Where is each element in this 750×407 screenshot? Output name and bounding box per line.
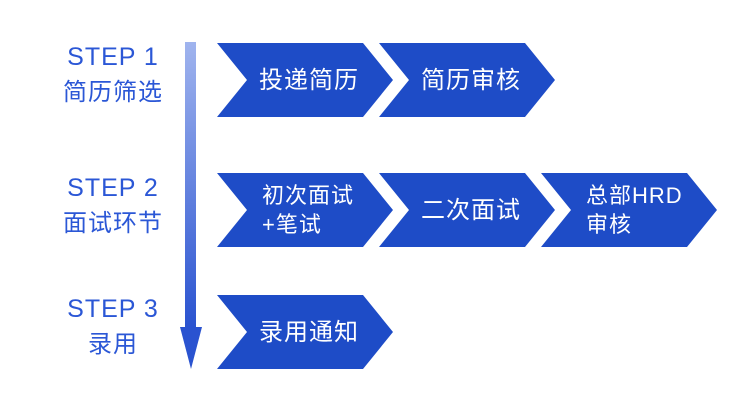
stage-label: 投递简历 — [259, 66, 359, 94]
step1-number: STEP 1 — [67, 43, 159, 71]
stage-arrow-resume-review: 简历审核 — [379, 43, 555, 117]
step1-label: STEP 1 简历筛选 — [18, 40, 208, 110]
step1-name: 简历筛选 — [63, 79, 163, 106]
step3-name: 录用 — [88, 331, 138, 358]
step2-stages-row: 初次面试 +笔试 二次面试 总部HRD 审核 — [217, 173, 717, 247]
stage-arrow-submit-resume: 投递简历 — [217, 43, 393, 117]
step1-stages-row: 投递简历 简历审核 — [217, 43, 555, 117]
stage-label-line2: +笔试 — [262, 212, 322, 237]
stage-label: 录用通知 — [259, 318, 359, 346]
timeline-arrow-shaft — [185, 42, 196, 328]
step2-number: STEP 2 — [67, 174, 159, 202]
stage-arrow-offer-notice: 录用通知 — [217, 295, 393, 369]
step2-label: STEP 2 面试环节 — [18, 171, 208, 241]
stage-label-line1: 初次面试 — [262, 183, 355, 208]
stage-label-line2: 审核 — [586, 212, 633, 237]
stage-arrow-hrd-review: 总部HRD 审核 — [541, 173, 717, 247]
stage-arrow-second-interview: 二次面试 — [379, 173, 555, 247]
step3-label: STEP 3 录用 — [18, 292, 208, 362]
stage-label: 简历审核 — [421, 66, 521, 94]
stage-label: 二次面试 — [421, 196, 521, 224]
stage-label-line1: 总部HRD — [586, 183, 683, 208]
stage-arrow-first-interview: 初次面试 +笔试 — [217, 173, 393, 247]
step3-stages-row: 录用通知 — [217, 295, 393, 369]
step3-number: STEP 3 — [67, 295, 159, 323]
step2-name: 面试环节 — [63, 210, 163, 237]
